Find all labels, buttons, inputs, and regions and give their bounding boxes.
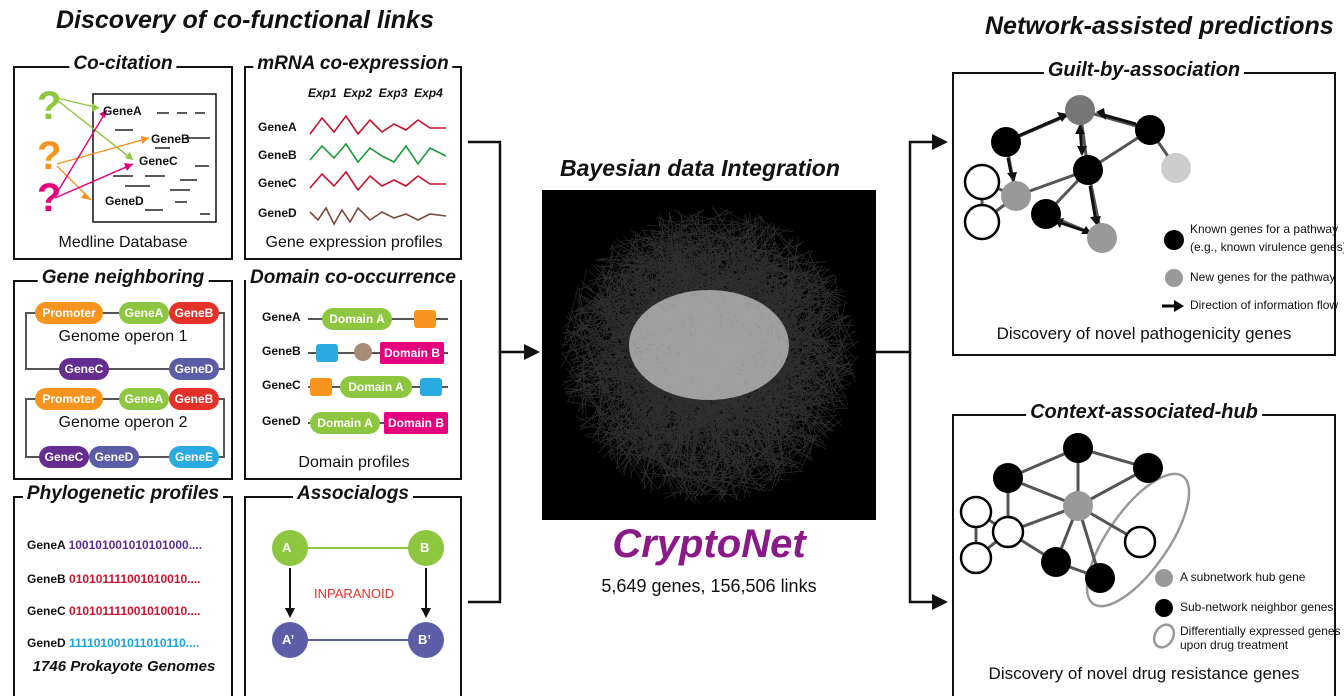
mrna-title: mRNA co-expression — [253, 53, 453, 75]
guilt-legend-direction: Direction of information flow — [1190, 298, 1339, 312]
cocitation-gene-b: GeneB — [151, 132, 190, 146]
gene-c-2: GeneC — [39, 446, 89, 468]
exp-label: Exp4 — [414, 86, 443, 100]
network-core — [629, 290, 789, 400]
associalogs-title: Associalogs — [293, 483, 413, 505]
associalogs-graph — [272, 530, 444, 658]
cocitation-arrows — [54, 93, 217, 223]
domain-block — [316, 344, 338, 362]
domain-a-2: Domain A — [340, 376, 412, 398]
phylo-panel: Phylogenetic profiles GeneA 100101001010… — [13, 483, 233, 696]
question-mark-pink: ? — [37, 176, 62, 220]
hub-legend-neighbor: Sub-network neighbor genes — [1180, 600, 1334, 614]
guilt-panel: Guilt-by-association — [952, 59, 1344, 356]
guilt-legend-known: Known genes for a pathway — [1190, 222, 1339, 236]
domain-circle — [354, 343, 372, 361]
left-header: Discovery of co-functional links — [56, 6, 434, 34]
mrna-panel: mRNA co-expression Exp1 Exp2 Exp3 Exp4 G… — [244, 53, 462, 260]
cocitation-gene-a: GeneA — [103, 104, 142, 118]
cryptonet-title: CryptoNet — [612, 522, 806, 566]
gene-b-1: GeneB — [169, 302, 219, 324]
expression-lines — [309, 114, 447, 226]
domain-a-1: Domain A — [322, 308, 392, 330]
exp-label: Exp1 — [308, 86, 337, 100]
guilt-legend-new: New genes for the pathway — [1190, 270, 1336, 284]
phylo-bits: 111101001011010110.... — [69, 636, 200, 650]
domain-b-1: Domain B — [380, 342, 444, 364]
domain-panel: Domain co-occurrence GeneA Domain A Gene… — [244, 267, 462, 480]
cocitation-gene-d: GeneD — [105, 194, 144, 208]
cocitation-panel: Co-citation ? ? ? GeneA — [13, 53, 233, 260]
mrna-gene-b: GeneB — [258, 148, 297, 162]
node-a-prime: A’ — [282, 632, 295, 647]
right-header: Network-assisted predictions — [985, 12, 1334, 40]
question-mark-orange: ? — [37, 134, 62, 178]
domain-gene-a: GeneA — [262, 310, 301, 324]
node-b: B — [420, 540, 430, 555]
promoter-2: Promoter — [35, 388, 103, 410]
mrna-caption: Gene expression profiles — [265, 234, 443, 251]
phylo-bits: 010101111001010010.... — [69, 572, 201, 586]
guilt-legend-known-eg: (e.g., known virulence genes) — [1190, 240, 1344, 254]
guilt-network — [963, 95, 1191, 312]
neighbor-title: Gene neighboring — [37, 267, 209, 289]
cryptonet-stats: 5,649 genes, 156,506 links — [601, 576, 817, 596]
node-a: A — [282, 540, 292, 555]
cocitation-gene-c: GeneC — [139, 154, 178, 168]
domain-caption: Domain profiles — [298, 454, 410, 471]
cocitation-caption: Medline Database — [58, 234, 188, 251]
gene-a-1: GeneA — [119, 302, 169, 324]
hub-legend-diff: Differentially expressed genes — [1180, 624, 1341, 638]
domain-block — [414, 310, 436, 328]
neighbor-panel: Gene neighboring Promoter GeneA GeneB Ge… — [13, 267, 233, 480]
gene-c-1: GeneC — [59, 358, 109, 380]
phylo-title: Phylogenetic profiles — [22, 483, 224, 505]
associalogs-panel: Associalogs A B A’ B’ INPARANOID — [244, 483, 462, 696]
domain-b-2: Domain B — [384, 412, 448, 434]
domain-block — [420, 378, 442, 396]
hub-caption: Discovery of novel drug resistance genes — [988, 664, 1300, 683]
hub-legend-hub: A subnetwork hub gene — [1180, 570, 1306, 584]
hub-title: Context-associated-hub — [1026, 401, 1262, 424]
inparanoid-label: INPARANOID — [314, 586, 394, 601]
domain-gene-b: GeneB — [262, 344, 301, 358]
center-header: Bayesian data Integration — [560, 155, 840, 181]
domain-gene-d: GeneD — [262, 414, 301, 428]
phylo-gene: GeneB — [27, 572, 66, 586]
gene-d-1: GeneD — [169, 358, 219, 380]
promoter-1: Promoter — [35, 302, 103, 324]
node-b-prime: B’ — [418, 632, 431, 647]
domain-block — [310, 378, 332, 396]
guilt-caption: Discovery of novel pathogenicity genes — [996, 324, 1292, 343]
question-mark-green: ? — [37, 84, 62, 128]
domain-a-3: Domain A — [310, 412, 380, 434]
network-image — [542, 190, 876, 520]
phylo-gene: GeneC — [27, 604, 66, 618]
hub-network — [959, 433, 1191, 649]
cocitation-title: Co-citation — [69, 53, 177, 75]
hub-panel: Context-associated-hub — [952, 401, 1341, 696]
exp-label: Exp3 — [378, 86, 408, 100]
phylo-caption: 1746 Prokayote Genomes — [32, 658, 216, 675]
phylo-gene: GeneA — [27, 538, 66, 552]
network-hairball — [560, 204, 859, 505]
hub-legend-diff-2: upon drug treatment — [1180, 638, 1289, 652]
operon-1-label: Genome operon 1 — [58, 328, 188, 345]
domain-title: Domain co-occurrence — [246, 267, 460, 289]
phylo-gene: GeneD — [27, 636, 66, 650]
gene-b-2: GeneB — [169, 388, 219, 410]
gene-d-2: GeneD — [89, 446, 139, 468]
operon-2-label: Genome operon 2 — [58, 414, 188, 431]
phylo-bits: 010101111001010010.... — [69, 604, 201, 618]
domain-gene-c: GeneC — [262, 378, 301, 392]
mrna-gene-a: GeneA — [258, 120, 297, 134]
gene-e-2: GeneE — [169, 446, 219, 468]
phylo-bits: 100101001010101000.... — [68, 538, 203, 552]
exp-label: Exp2 — [343, 86, 373, 100]
mrna-gene-d: GeneD — [258, 206, 297, 220]
gene-a-2: GeneA — [119, 388, 169, 410]
guilt-title: Guilt-by-association — [1043, 59, 1245, 82]
mrna-gene-c: GeneC — [258, 176, 297, 190]
